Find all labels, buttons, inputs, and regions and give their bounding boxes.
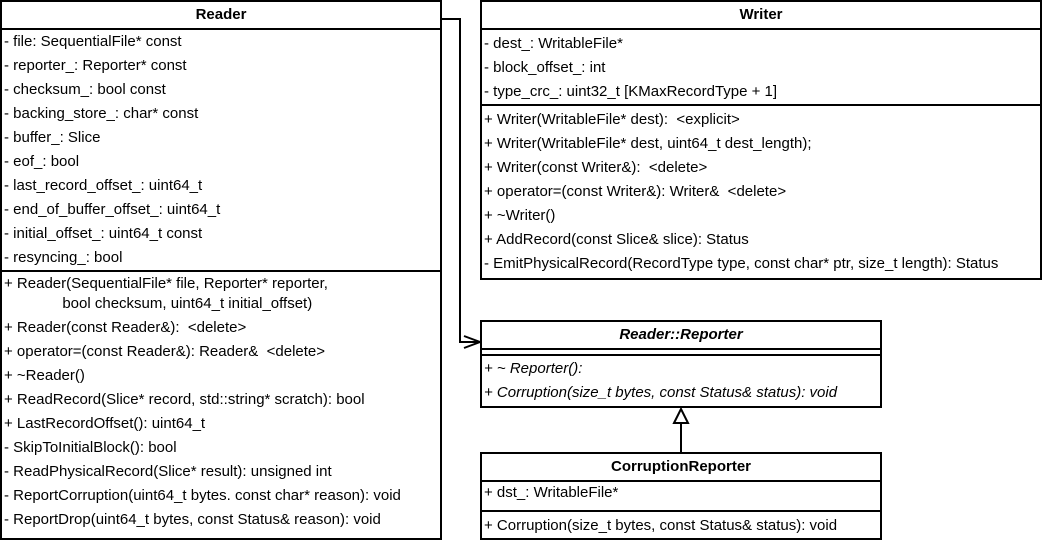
operation: - ReportDrop(uint64_t bytes, const Statu… xyxy=(4,511,381,528)
attribute: - backing_store_: char* const xyxy=(4,105,199,122)
operation: + ~ Reporter(): xyxy=(484,360,583,377)
operation: + Corruption(size_t bytes, const Status&… xyxy=(484,517,838,534)
attribute: - buffer_: Slice xyxy=(4,129,101,146)
operation: + AddRecord(const Slice& slice): Status xyxy=(484,231,749,248)
class-writer[interactable]: Writer - dest_: WritableFile* - block_of… xyxy=(480,0,1042,280)
operation: - ReadPhysicalRecord(Slice* result): uns… xyxy=(4,463,332,480)
operation: + Corruption(size_t bytes, const Status&… xyxy=(484,384,838,401)
operations-section: + Corruption(size_t bytes, const Status&… xyxy=(482,512,880,538)
attributes-section: - file: SequentialFile* const - reporter… xyxy=(2,30,440,272)
class-reader[interactable]: Reader - file: SequentialFile* const - r… xyxy=(0,0,442,540)
operation: + Reader(SequentialFile* file, Reporter*… xyxy=(4,275,328,312)
operation: - ReportCorruption(uint64_t bytes. const… xyxy=(4,487,401,504)
operations-section: + Reader(SequentialFile* file, Reporter*… xyxy=(2,272,440,532)
attribute: - dest_: WritableFile* xyxy=(484,35,623,52)
operation: + ReadRecord(Slice* record, std::string*… xyxy=(4,391,365,408)
association-reader-to-reporter xyxy=(441,18,480,343)
class-title: Writer xyxy=(482,2,1040,30)
operation: + operator=(const Reader&): Reader& <del… xyxy=(4,343,326,360)
attribute: - eof_: bool xyxy=(4,153,80,170)
operation: - EmitPhysicalRecord(RecordType type, co… xyxy=(484,255,999,272)
attribute: - type_crc_: uint32_t [KMaxRecordType + … xyxy=(484,83,778,100)
class-title: Reader xyxy=(2,2,440,30)
attribute: - file: SequentialFile* const xyxy=(4,33,182,50)
attribute: - block_offset_: int xyxy=(484,59,606,76)
attributes-section: - dest_: WritableFile* - block_offset_: … xyxy=(482,30,1040,106)
operation: + LastRecordOffset(): uint64_t xyxy=(4,415,206,432)
attributes-section: + dst_: WritableFile* xyxy=(482,482,880,512)
class-title: CorruptionReporter xyxy=(482,454,880,482)
class-reader-reporter[interactable]: Reader::Reporter + ~ Reporter(): + Corru… xyxy=(480,320,882,408)
operations-section: + ~ Reporter(): + Corruption(size_t byte… xyxy=(482,356,880,405)
operation: + ~Writer() xyxy=(484,207,556,224)
class-corruption-reporter[interactable]: CorruptionReporter + dst_: WritableFile*… xyxy=(480,452,882,540)
attribute: - initial_offset_: uint64_t const xyxy=(4,225,203,242)
attributes-section xyxy=(482,350,880,356)
attribute: + dst_: WritableFile* xyxy=(484,484,619,501)
operation: - SkipToInitialBlock(): bool xyxy=(4,439,177,456)
operation: + Writer(WritableFile* dest): <explicit> xyxy=(484,111,740,128)
operations-section: + Writer(WritableFile* dest): <explicit>… xyxy=(482,106,1040,276)
attribute: - checksum_: bool const xyxy=(4,81,166,98)
operation: + Reader(const Reader&): <delete> xyxy=(4,319,247,336)
operation: + operator=(const Writer&): Writer& <del… xyxy=(484,183,787,200)
attribute: - reporter_: Reporter* const xyxy=(4,57,187,74)
operation: + Writer(WritableFile* dest, uint64_t de… xyxy=(484,135,812,152)
operation: + ~Reader() xyxy=(4,367,85,384)
operation: + Writer(const Writer&): <delete> xyxy=(484,159,708,176)
inheritance-triangle xyxy=(672,406,690,424)
attribute: - resyncing_: bool xyxy=(4,249,123,266)
attribute: - last_record_offset_: uint64_t xyxy=(4,177,203,194)
class-title: Reader::Reporter xyxy=(482,322,880,350)
attribute: - end_of_buffer_offset_: uint64_t xyxy=(4,201,221,218)
